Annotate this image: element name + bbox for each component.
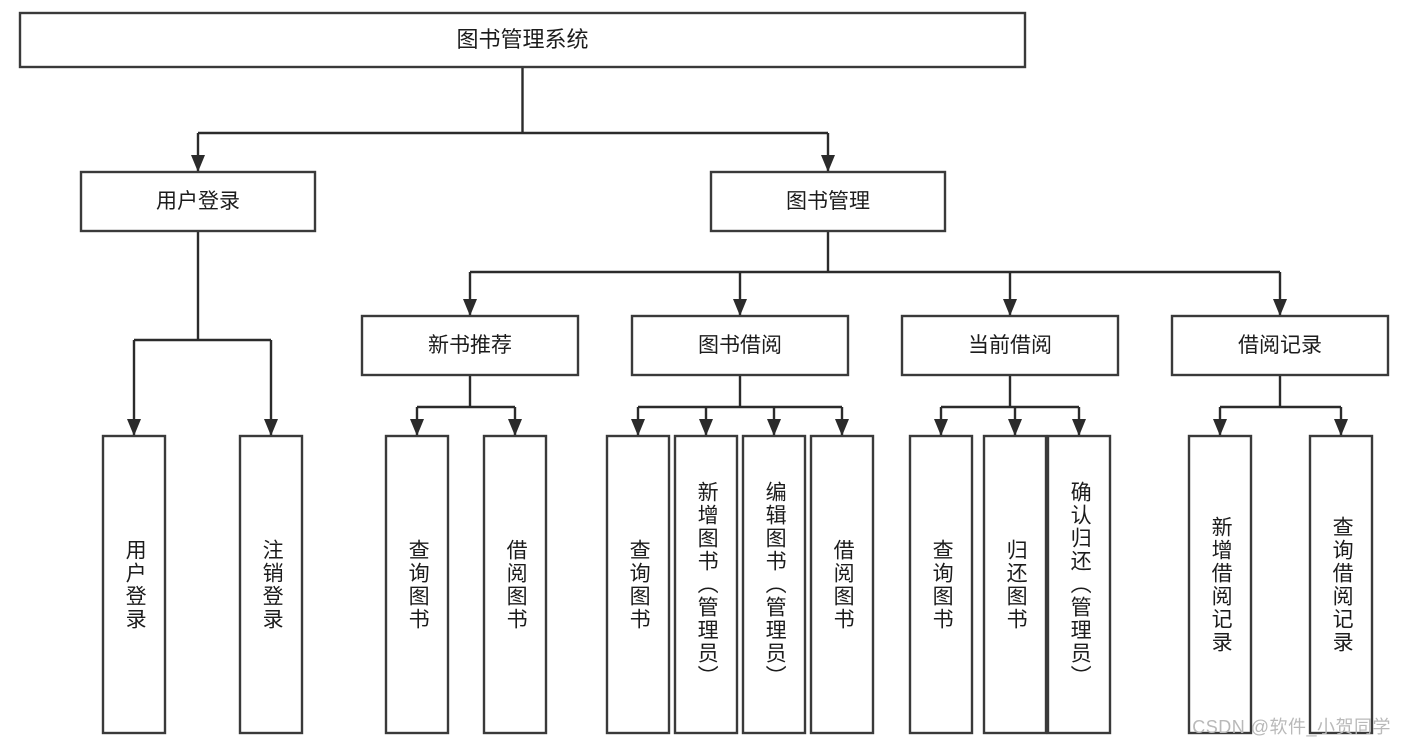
node-leaf-12-rect <box>1308 434 1374 735</box>
watermark-text: CSDN @软件_小贺同学 <box>1192 717 1391 737</box>
node-leaf-2[interactable] <box>384 434 450 735</box>
arrow-head-icon <box>835 419 849 436</box>
node-leaf-0[interactable] <box>101 434 167 735</box>
node-leaf-2-rect <box>384 434 450 735</box>
arrow-head-icon <box>508 419 522 436</box>
node-level3-3-label: 借阅记录 <box>1238 334 1322 357</box>
node-leaf-8[interactable] <box>908 434 974 735</box>
arrow-head-icon <box>191 155 205 172</box>
node-level2-0-rect <box>79 170 317 233</box>
arrow-head-icon <box>699 419 713 436</box>
connector-lines <box>127 67 1348 436</box>
arrow-head-icon <box>1072 419 1086 436</box>
node-level3-2[interactable]: 当前借阅 <box>900 314 1120 377</box>
node-level2-1-label: 图书管理 <box>786 190 870 213</box>
node-root[interactable]: 图书管理系统 <box>18 11 1027 69</box>
node-leaf-11-rect <box>1187 434 1253 735</box>
node-level3-2-rect <box>900 314 1120 377</box>
arrow-head-icon <box>1213 419 1227 436</box>
node-leaf-9-rect <box>982 434 1048 735</box>
node-level2-0-label: 用户登录 <box>156 190 240 213</box>
node-level3-1-label: 图书借阅 <box>698 334 782 357</box>
arrow-head-icon <box>264 419 278 436</box>
node-leaf-5[interactable] <box>673 434 739 735</box>
arrow-head-icon <box>410 419 424 436</box>
node-leaf-1[interactable] <box>238 434 304 735</box>
node-leaf-4[interactable] <box>605 434 671 735</box>
node-root-rect <box>18 11 1027 69</box>
node-leaf-11[interactable] <box>1187 434 1253 735</box>
node-leaf-3-rect <box>482 434 548 735</box>
arrow-head-icon <box>821 155 835 172</box>
node-leaf-7[interactable] <box>809 434 875 735</box>
arrow-head-icon <box>127 419 141 436</box>
node-level3-2-label: 当前借阅 <box>968 334 1052 357</box>
arrow-head-icon <box>631 419 645 436</box>
arrow-head-icon <box>1008 419 1022 436</box>
node-leaf-0-rect <box>101 434 167 735</box>
arrow-head-icon <box>1273 299 1287 316</box>
arrow-head-icon <box>463 299 477 316</box>
node-level2-0[interactable]: 用户登录 <box>79 170 317 233</box>
node-leaf-6-rect <box>741 434 807 735</box>
node-leaf-5-rect <box>673 434 739 735</box>
node-leaf-9[interactable] <box>982 434 1048 735</box>
arrow-head-icon <box>733 299 747 316</box>
node-leaf-7-rect <box>809 434 875 735</box>
node-level3-0[interactable]: 新书推荐 <box>360 314 580 377</box>
node-leaf-8-rect <box>908 434 974 735</box>
node-level2-1[interactable]: 图书管理 <box>709 170 947 233</box>
node-leaf-10[interactable] <box>1046 434 1112 735</box>
node-level3-0-rect <box>360 314 580 377</box>
node-level3-3-rect <box>1170 314 1390 377</box>
node-leaf-1-rect <box>238 434 304 735</box>
node-leaf-12[interactable] <box>1308 434 1374 735</box>
node-level3-1[interactable]: 图书借阅 <box>630 314 850 377</box>
node-level2-1-rect <box>709 170 947 233</box>
arrow-head-icon <box>1334 419 1348 436</box>
node-leaf-10-rect <box>1046 434 1112 735</box>
node-leaf-4-rect <box>605 434 671 735</box>
node-level3-0-label: 新书推荐 <box>428 334 512 357</box>
node-leaf-3[interactable] <box>482 434 548 735</box>
node-root-label: 图书管理系统 <box>456 27 588 52</box>
node-level3-1-rect <box>630 314 850 377</box>
node-level3-3[interactable]: 借阅记录 <box>1170 314 1390 377</box>
node-leaf-6[interactable] <box>741 434 807 735</box>
arrow-head-icon <box>1003 299 1017 316</box>
arrow-head-icon <box>934 419 948 436</box>
arrow-head-icon <box>767 419 781 436</box>
